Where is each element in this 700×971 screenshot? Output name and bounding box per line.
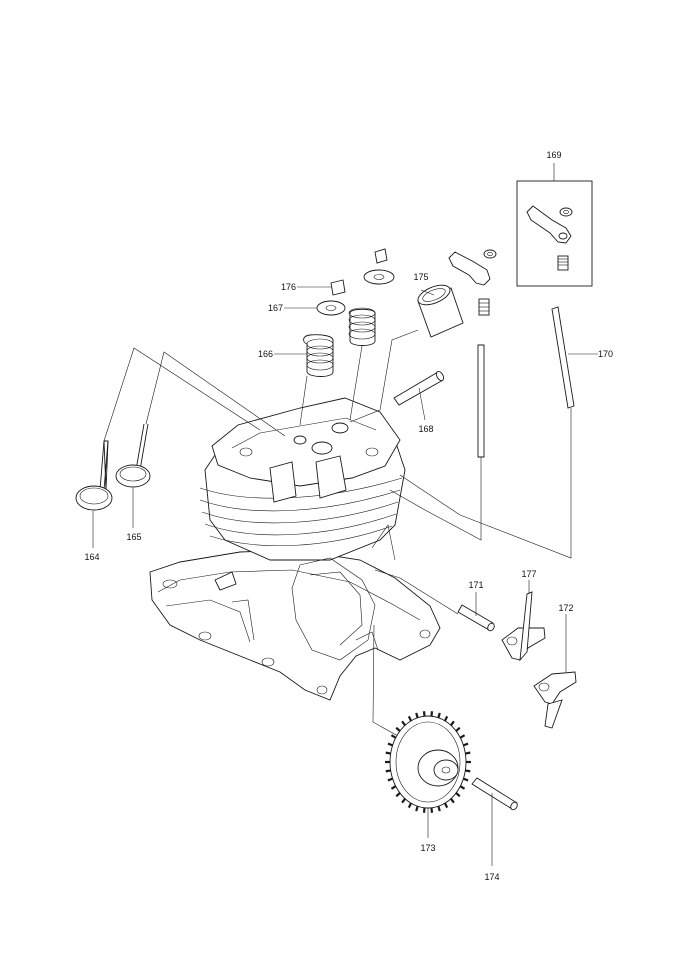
valve-164	[76, 441, 112, 548]
callout-175: 175	[413, 272, 428, 282]
valve-spring-166	[274, 335, 333, 377]
gear-tooth	[451, 721, 454, 725]
callout-165: 165	[126, 532, 141, 542]
callout-164: 164	[84, 552, 99, 562]
gear-tooth	[416, 806, 417, 811]
gear-tooth	[391, 786, 395, 789]
gear-tooth	[451, 799, 454, 803]
gear-tooth	[416, 713, 417, 718]
callout-173: 173	[420, 843, 435, 853]
gear-tooth	[456, 728, 460, 731]
gear-tooth	[396, 793, 400, 796]
gear-tooth	[391, 735, 395, 738]
callout-174: 174	[484, 872, 499, 882]
spring-retainer-167	[284, 301, 345, 315]
gear-tooth	[388, 779, 393, 781]
camshaft-gear-173	[385, 711, 471, 838]
gear-tooth	[445, 716, 447, 720]
gear-tooth	[460, 786, 464, 789]
valve-keeper-176	[297, 280, 345, 295]
callout-168: 168	[418, 424, 433, 434]
callout-176: 176	[281, 282, 296, 292]
valve-spring-set-2	[349, 249, 394, 346]
gear-tooth	[388, 744, 393, 746]
callout-172: 172	[558, 603, 573, 613]
shaft-171	[458, 592, 496, 632]
callout-170: 170	[598, 349, 613, 359]
gear-tooth	[409, 716, 411, 720]
rocker-shaft-168	[394, 370, 445, 420]
gear-tooth	[465, 753, 470, 754]
gear-tooth	[463, 779, 468, 781]
gear-tooth	[445, 803, 447, 807]
cam-follower-177	[502, 580, 545, 660]
gear-tooth	[438, 806, 439, 811]
callout-171: 171	[468, 580, 483, 590]
gear-tooth	[438, 713, 439, 718]
push-rod-170	[552, 307, 598, 408]
valve-guide-175	[415, 281, 463, 337]
callout-166: 166	[258, 349, 273, 359]
gear-tooth	[463, 744, 468, 746]
gear-tooth	[465, 770, 470, 771]
cylinder-block	[150, 398, 440, 700]
gear-tooth	[386, 753, 391, 754]
push-rod-center	[478, 345, 484, 457]
gear-tooth	[386, 770, 391, 771]
gear-tooth	[409, 803, 411, 807]
gear-tooth	[402, 799, 405, 803]
gear-tooth	[396, 728, 400, 731]
gear-tooth	[456, 793, 460, 796]
valve-165	[116, 424, 150, 528]
rocker-arm-kit-box	[517, 163, 592, 286]
callout-167: 167	[268, 303, 283, 313]
camshaft-pin-174	[472, 778, 519, 866]
gear-tooth	[460, 735, 464, 738]
callout-177: 177	[521, 569, 536, 579]
gear-tooth	[402, 721, 405, 725]
callout-169: 169	[546, 150, 561, 160]
